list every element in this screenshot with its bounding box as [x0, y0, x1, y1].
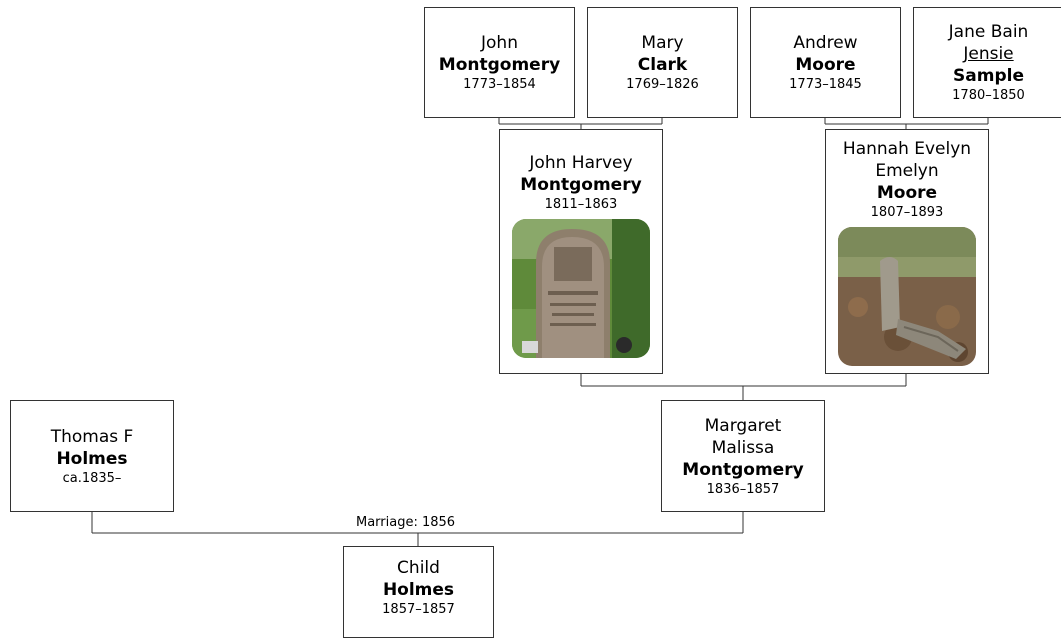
surname: Montgomery	[682, 459, 804, 480]
life-dates: ca.1835–	[62, 470, 122, 486]
life-dates: 1811–1863	[544, 197, 618, 212]
person-card-mary-clark[interactable]: Mary Clark 1769–1826	[587, 7, 738, 118]
given-name-line2: Malissa	[711, 437, 775, 458]
surname: Moore	[795, 55, 856, 75]
given-name: Jane Bain	[948, 22, 1029, 42]
person-card-hannah-moore[interactable]: Hannah Evelyn Emelyn Moore 1807–1893	[825, 129, 989, 374]
person-card-andrew-moore[interactable]: Andrew Moore 1773–1845	[750, 7, 901, 118]
person-card-jane-sample[interactable]: Jane Bain Jensie Sample 1780–1850	[913, 7, 1061, 118]
given-name-line2: Emelyn	[875, 161, 939, 181]
given-name-line1: Hannah Evelyn	[842, 139, 972, 159]
person-card-john-montgomery[interactable]: John Montgomery 1773–1854	[424, 7, 575, 118]
given-name: John	[481, 33, 518, 53]
person-card-john-harvey-montgomery[interactable]: John Harvey Montgomery 1811–1863	[499, 129, 663, 374]
given-name: Mary	[641, 33, 684, 53]
surname: Moore	[876, 183, 938, 203]
person-card-margaret-montgomery[interactable]: Margaret Malissa Montgomery 1836–1857	[661, 400, 825, 512]
surname: Holmes	[382, 580, 455, 600]
life-dates: 1857–1857	[382, 602, 455, 617]
given-name: Andrew	[793, 33, 858, 53]
person-card-child-holmes[interactable]: Child Holmes 1857–1857	[343, 546, 494, 638]
life-dates: 1807–1893	[870, 205, 944, 220]
life-dates: 1780–1850	[952, 88, 1025, 103]
life-dates: 1773–1854	[463, 77, 536, 92]
life-dates: 1769–1826	[626, 77, 699, 92]
given-name: Child	[397, 558, 440, 578]
surname: Sample	[953, 66, 1024, 86]
marriage-label: Marriage: 1856	[354, 515, 458, 530]
gravestone-photo-image	[512, 219, 650, 358]
life-dates: 1836–1857	[706, 481, 780, 497]
nickname: Jensie	[963, 44, 1014, 64]
given-name-line1: Margaret	[704, 415, 782, 436]
given-name: John Harvey	[529, 153, 633, 173]
surname: Clark	[637, 55, 688, 75]
surname: Montgomery	[520, 175, 642, 195]
gravestone-photo[interactable]	[512, 219, 650, 358]
gravestone-photo[interactable]	[838, 227, 976, 366]
gravestone-photo-image	[838, 227, 976, 366]
surname: Montgomery	[438, 55, 561, 75]
surname: Holmes	[56, 448, 128, 469]
person-card-thomas-holmes[interactable]: Thomas F Holmes ca.1835–	[10, 400, 174, 512]
life-dates: 1773–1845	[789, 77, 862, 92]
given-name: Thomas F	[50, 426, 134, 447]
